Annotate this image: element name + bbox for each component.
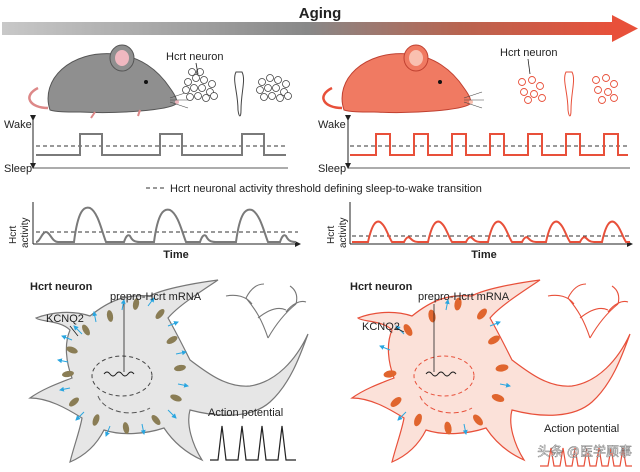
young-nucleus xyxy=(91,355,153,397)
young-activity-line2: activity xyxy=(20,217,31,248)
aged-activity-axis-label: Hcrt activity xyxy=(326,217,349,248)
aged-kcnq2-label: KCNQ2 xyxy=(362,321,400,333)
young-time-label: Time xyxy=(163,249,188,261)
young-hcrt-cluster-1 xyxy=(182,68,218,102)
aged-hcrt-label: Hcrt neuron xyxy=(500,47,557,59)
young-activity-axis-label: Hcrt activity xyxy=(8,217,31,248)
young-er-ring xyxy=(97,395,151,414)
young-mrna-label: prepro-Hcrt mRNA xyxy=(110,291,202,303)
aging-title: Aging xyxy=(299,5,342,22)
aged-mrna-label: prepro-Hcrt mRNA xyxy=(418,291,510,303)
young-hcrt-label: Hcrt neuron xyxy=(166,51,223,63)
young-mrna-squiggle xyxy=(103,371,135,377)
young-brain-stalk xyxy=(234,71,245,117)
young-wake-label: Wake xyxy=(4,119,32,131)
young-neuron-dendrites xyxy=(225,283,307,339)
young-mouse xyxy=(28,44,190,119)
young-state-trace xyxy=(36,133,286,156)
young-neuron-title: Hcrt neuron xyxy=(30,281,93,293)
aged-activity-trace xyxy=(352,220,630,243)
aged-er-ring xyxy=(419,395,473,414)
aged-neuron-title: Hcrt neuron xyxy=(350,281,413,293)
aged-nucleus xyxy=(413,355,475,397)
young-kcnq2-channels xyxy=(62,298,186,434)
aged-kcnq2-channels xyxy=(383,297,509,435)
young-activity-trace xyxy=(35,206,297,243)
aged-hcrt-cluster-2 xyxy=(592,74,618,104)
aged-kcnq2-pointer xyxy=(395,327,405,333)
aged-action-potential-trace xyxy=(540,447,632,467)
young-kcnq2-pointer xyxy=(69,325,79,337)
young-hcrt-cluster-2 xyxy=(256,74,292,102)
aged-wake-label: Wake xyxy=(318,119,346,131)
aged-activity-line2: activity xyxy=(338,217,349,248)
watermark-text: 头条 @医学顾事 xyxy=(537,444,632,459)
aged-state-trace xyxy=(350,133,628,156)
aged-mrna-squiggle xyxy=(425,371,457,377)
young-kcnq2-label: KCNQ2 xyxy=(46,313,84,325)
young-activity-line1: Hcrt xyxy=(8,225,19,244)
aged-brain-stalk xyxy=(564,71,575,117)
aged-activity-line1: Hcrt xyxy=(326,225,337,244)
young-k-efflux-arrows xyxy=(57,297,189,437)
young-action-potential-label: Action potential xyxy=(208,407,283,419)
aged-hcrt-pointer xyxy=(527,58,531,75)
young-action-potential-trace xyxy=(210,425,296,461)
aging-arrow xyxy=(2,15,638,42)
young-hcrt-pointer xyxy=(195,62,199,75)
aged-neuron-dendrites xyxy=(547,283,629,339)
aged-time-label: Time xyxy=(471,249,496,261)
aged-action-potential-label: Action potential xyxy=(544,423,619,435)
aged-k-efflux-arrows xyxy=(379,299,511,435)
aged-sleep-label: Sleep xyxy=(318,163,346,175)
young-sleep-label: Sleep xyxy=(4,163,32,175)
aged-mouse xyxy=(322,44,484,114)
young-neuron-body xyxy=(28,279,309,464)
aged-hcrt-cluster-1 xyxy=(518,76,546,104)
threshold-legend-text: Hcrt neuronal activity threshold definin… xyxy=(170,183,482,195)
